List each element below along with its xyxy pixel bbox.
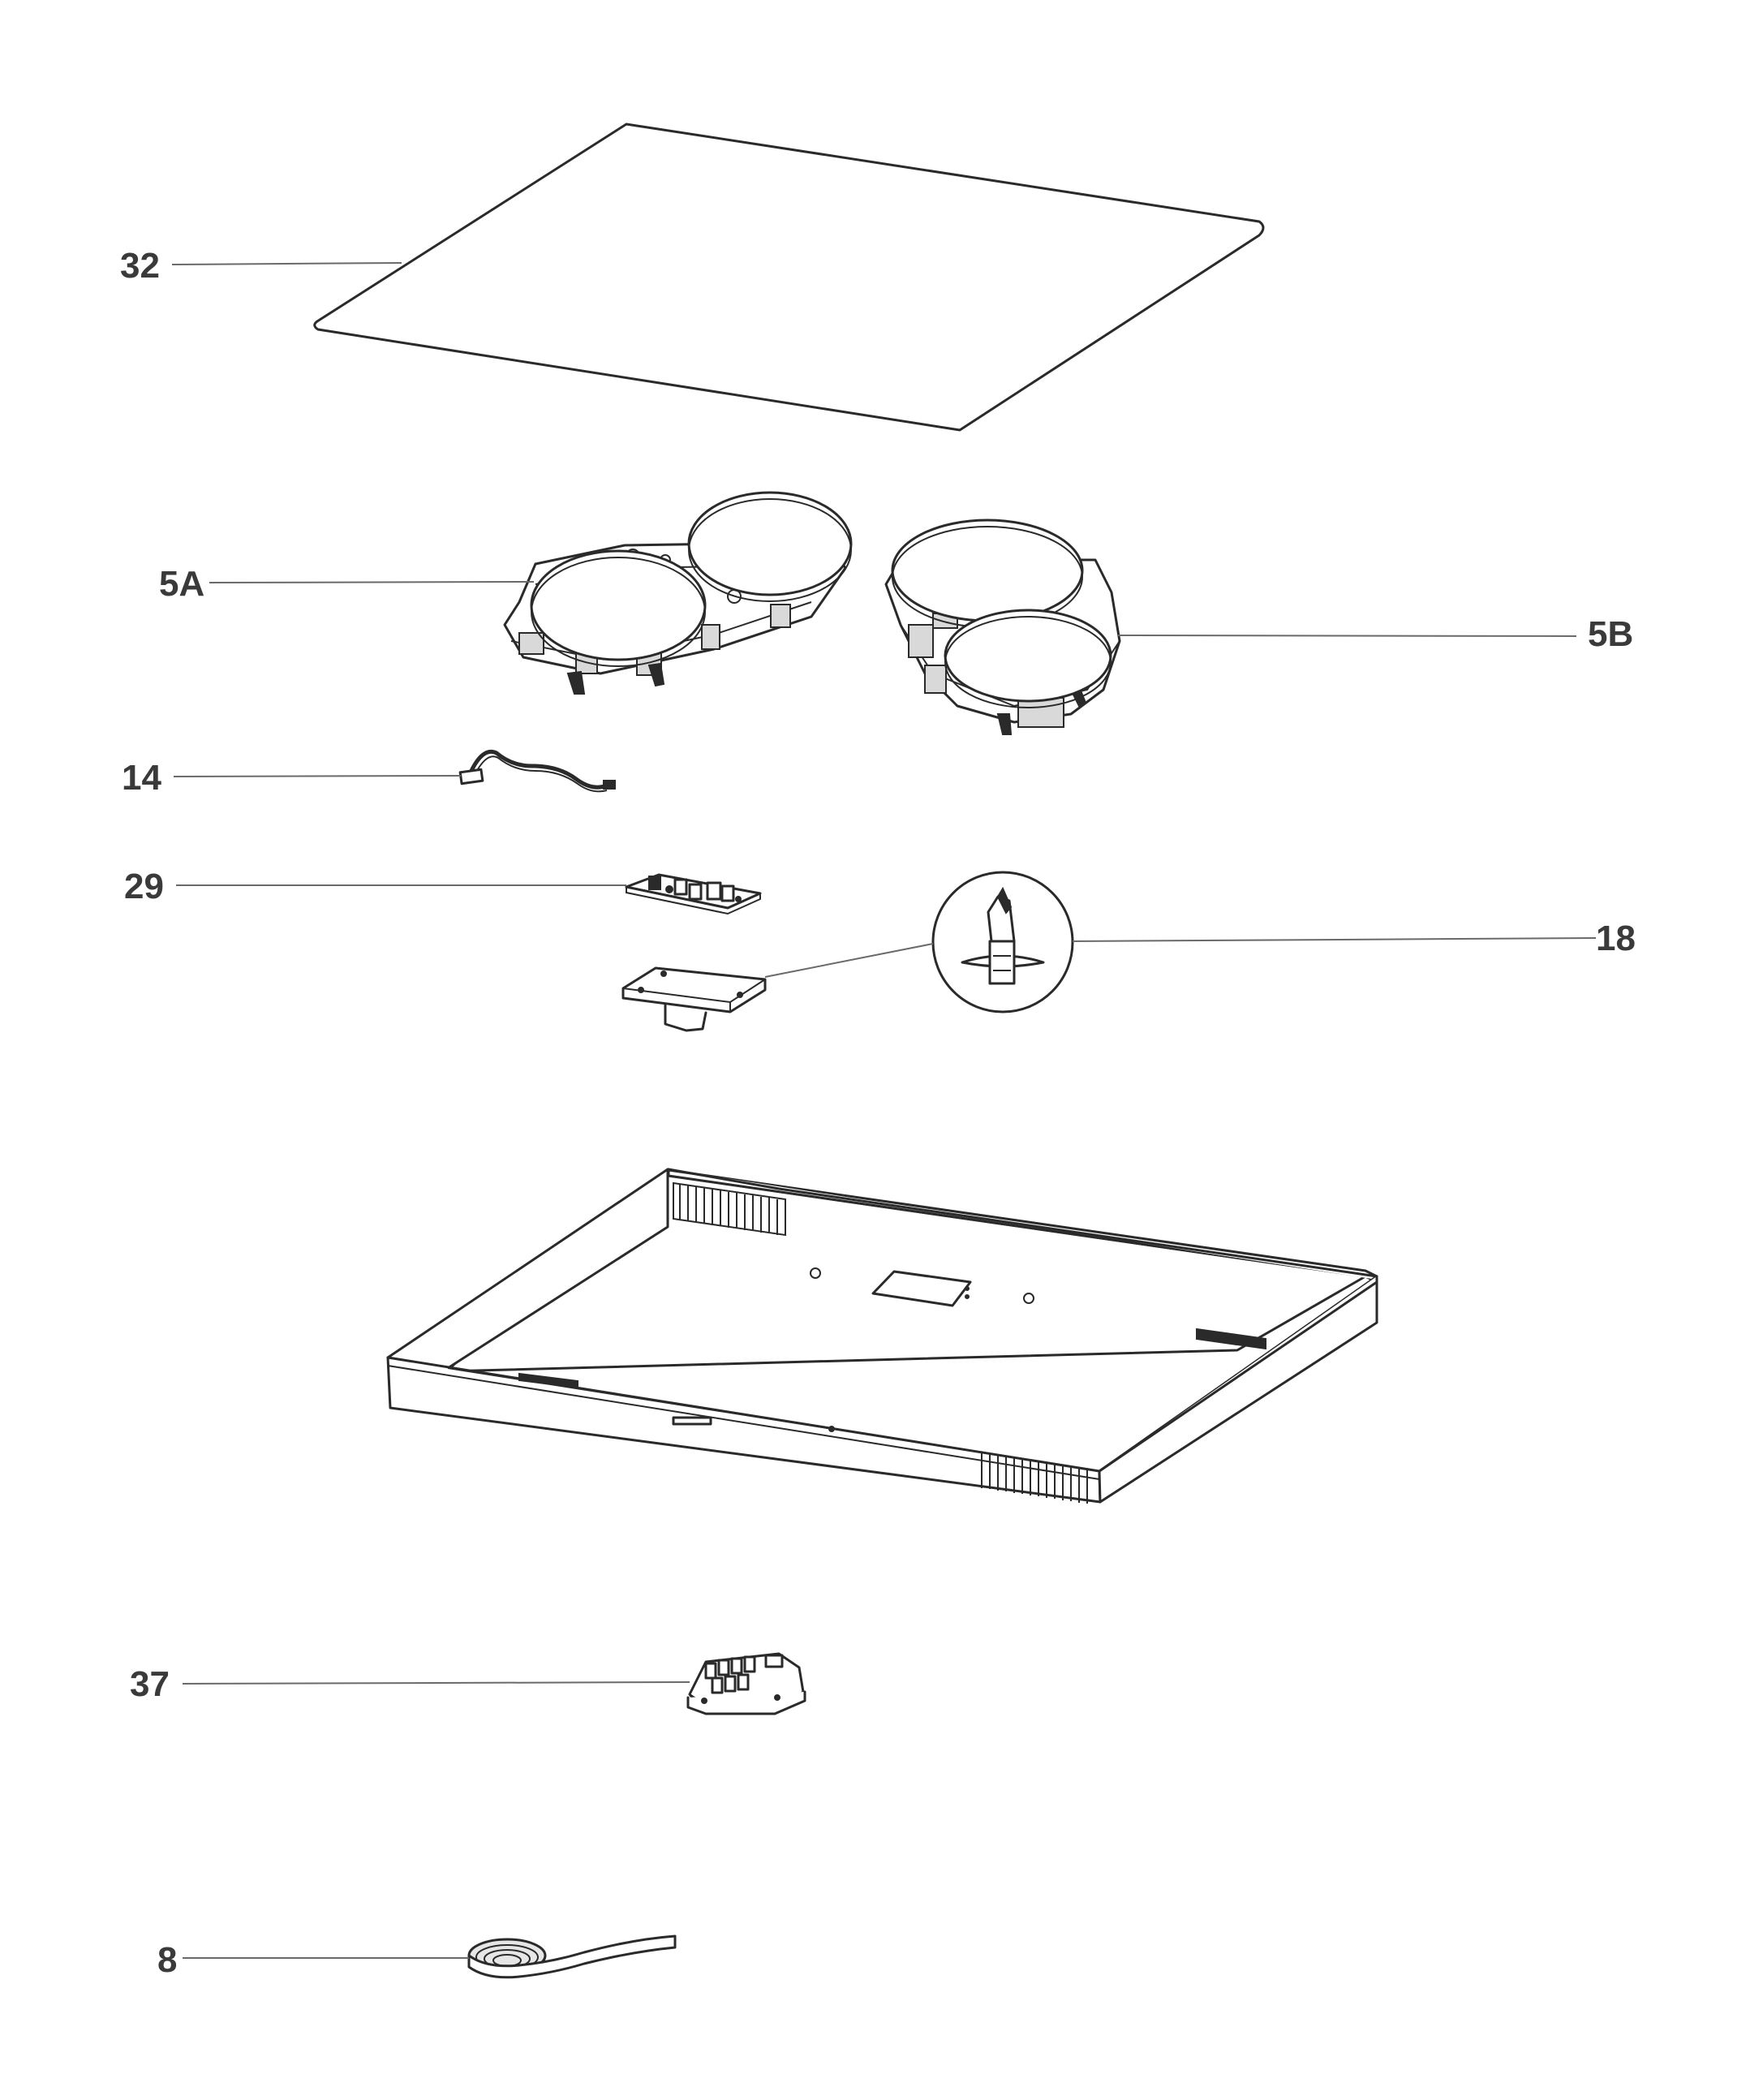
hob-module-b-part <box>884 519 1121 735</box>
callout-label-32: 32 <box>120 246 160 286</box>
leader-line-5a <box>209 581 535 583</box>
leader-line-32 <box>171 262 402 265</box>
clip-detail-circle <box>931 871 1074 1013</box>
terminal-block-part <box>686 1652 806 1715</box>
callout-label-8: 8 <box>157 1940 177 1980</box>
callout-label-29: 29 <box>124 867 164 906</box>
leader-line-37 <box>182 1681 690 1685</box>
leader-line-18-b <box>1072 937 1597 942</box>
leader-line-5b <box>1117 635 1577 637</box>
leader-line-14 <box>173 775 462 777</box>
callout-label-18: 18 <box>1596 919 1636 958</box>
hob-module-a-part <box>503 491 853 695</box>
vent-slots-front <box>981 1452 1088 1504</box>
callout-label-5a: 5A <box>159 564 204 604</box>
control-board-part <box>625 873 762 915</box>
vent-slots-back <box>673 1181 786 1237</box>
leader-line-18 <box>764 943 934 978</box>
housing-tray <box>386 1168 1378 1504</box>
callout-label-5b: 5B <box>1588 614 1633 654</box>
callout-label-37: 37 <box>130 1664 170 1704</box>
seal-tape-part <box>467 1934 677 1979</box>
bracket-part <box>621 966 767 1032</box>
callout-label-14: 14 <box>122 758 161 798</box>
cable-part <box>458 750 616 793</box>
glass-top-part <box>313 123 1265 432</box>
